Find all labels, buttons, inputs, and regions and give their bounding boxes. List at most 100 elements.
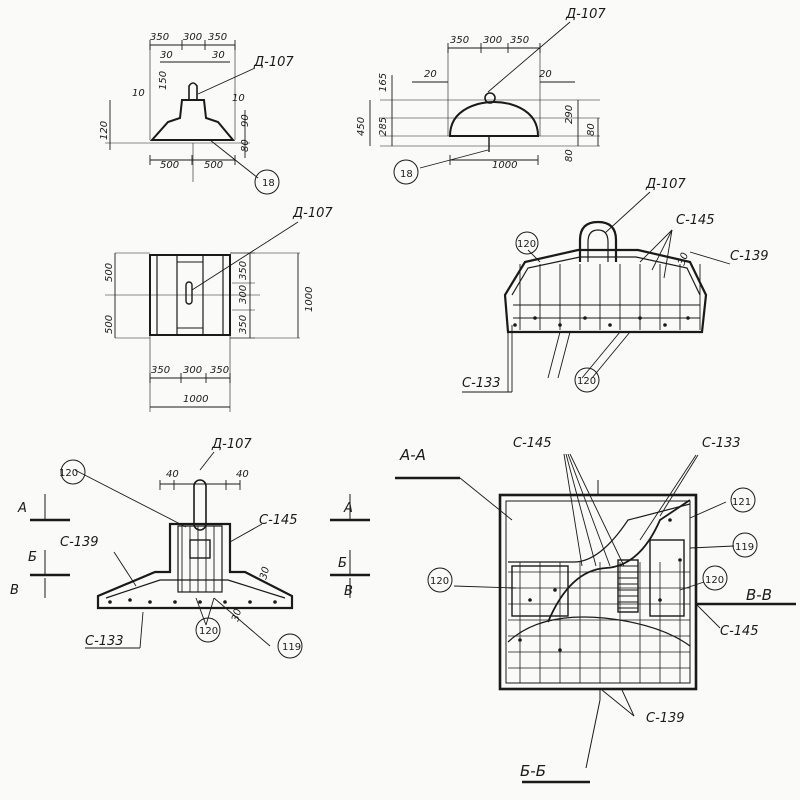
v4-label-c139: С-139: [730, 249, 769, 264]
rebar-dot-11: [173, 600, 177, 604]
rebar-dot-3: [583, 316, 587, 320]
v5-dim-30-lower: 30: [230, 608, 244, 623]
v5-inner-cage: [177, 525, 223, 593]
drawing-line-161: [689, 545, 735, 549]
v5-mark-119-circle: [277, 633, 303, 659]
drawing-line-160: [689, 501, 727, 519]
v1-dim-30-right: 30: [212, 50, 225, 61]
view-plan-sections: А-А С-145 С-133 В-В С-145 С-139 Б-Б 121 …: [399, 436, 772, 780]
v4-label-c133: С-133: [462, 376, 501, 391]
view-section: 40 40 30 30 Д-107 С-145 С-139 С-133 А Б …: [10, 437, 353, 653]
drawing-line-157: [569, 453, 625, 567]
v6-mark-120-right-circle: [702, 565, 728, 591]
v2-dim-350-right: 350: [510, 35, 529, 46]
v6-right-cage: [649, 539, 685, 617]
rebar-dot-16: [528, 598, 532, 602]
v3-dim-1000-bottom: 1000: [183, 394, 208, 405]
drawing-line-155: [565, 453, 597, 567]
drawing-line-84: [663, 229, 673, 279]
drawing-line-106: [199, 451, 215, 471]
drawing-line-169: [585, 699, 601, 769]
drawing-outline-9: [188, 82, 198, 100]
drawing-outline-126: [507, 616, 691, 647]
v6-label-c145-right: С-145: [720, 624, 759, 639]
rebar-dot-6: [663, 323, 667, 327]
v6-outer-outline: [498, 493, 698, 691]
v2-dim-80-lower: 80: [564, 149, 575, 162]
v3-dim-350-bottom-left: 350: [151, 365, 170, 376]
v5-dim-30-upper: 30: [258, 566, 272, 581]
drawing-line-109: [113, 551, 137, 587]
v5-label-c145: С-145: [259, 513, 298, 528]
rebar-dot-2: [558, 323, 562, 327]
drawing-line-92: [581, 331, 621, 379]
v1-dim-10-left: 10: [132, 88, 145, 99]
v5-mark-120-circle: [195, 617, 221, 643]
v4-mark-120-top-circle: [515, 231, 539, 255]
v1-label-d107: Д-107: [253, 55, 294, 70]
drawing-outline-44: [177, 261, 203, 329]
drawing-line-83: [651, 229, 673, 271]
drawing-line-42: [487, 21, 571, 93]
rebar-dot-14: [248, 600, 252, 604]
rebar-dot-5: [638, 316, 642, 320]
v6-mark-120-right: 120: [705, 575, 724, 586]
v6-inner-outline: [505, 500, 691, 684]
drawing-outline-95: [105, 579, 286, 599]
v6-mark-120-left-circle: [427, 567, 453, 593]
drawing-outline-79: [578, 220, 618, 262]
rebar-dot-20: [668, 518, 672, 522]
drawing-line-156: [567, 453, 611, 567]
v4-label-d107: Д-107: [645, 177, 686, 192]
drawing-line-167: [601, 689, 635, 717]
v4-label-c145: С-145: [676, 213, 715, 228]
drawing-outline-66: [503, 248, 708, 334]
v3-dim-350-bottom-right: 350: [210, 365, 229, 376]
v4-mark-120-bottom: 120: [577, 376, 596, 387]
drawing-line-85: [689, 251, 731, 265]
v2-dim-285: 285: [378, 117, 389, 136]
drawing-line-114: [213, 597, 271, 647]
v5-mark-119: 119: [282, 642, 301, 653]
rebar-dot-17: [553, 588, 557, 592]
v1-dim-30-left: 30: [160, 50, 173, 61]
v3-dim-350-right-top: 350: [238, 261, 249, 280]
drawing-outline-8: [149, 99, 236, 141]
drawing-line-18: [197, 67, 256, 95]
drawing-line-107: [74, 469, 187, 528]
v5-anchor-bolt: [193, 479, 207, 531]
v1-dim-80: 80: [240, 139, 251, 152]
rebar-dot-19: [678, 558, 682, 562]
drawing-line-163: [453, 585, 517, 589]
v4-dim-30: 30: [676, 251, 691, 267]
rebar-dot-9: [128, 598, 132, 602]
drawing-line-91: [557, 331, 571, 379]
view-side-elevation: 350 300 350 30 30 150 10 10 120 90 80 50…: [99, 32, 294, 189]
drawing-outline-94: [96, 522, 294, 610]
v3-label-d107: Д-107: [292, 206, 333, 221]
v6-left-cage: [511, 565, 569, 617]
v1-dim-500-right: 500: [204, 160, 223, 171]
v5-cut-b-left: Б: [28, 550, 37, 565]
v4-mark-120-bottom-circle: [574, 367, 600, 393]
v6-mark-120-left: 120: [430, 576, 449, 587]
rebar-dot-1: [533, 316, 537, 320]
v3-dim-500-bottom: 500: [104, 315, 115, 334]
rebar-dot-7: [686, 316, 690, 320]
v6-label-c133: С-133: [702, 436, 741, 451]
v2-dim-290: 290: [564, 105, 575, 124]
v6-label-aa: А-А: [399, 446, 426, 464]
v5-label-d107: Д-107: [211, 437, 252, 452]
v6-mark-119-circle: [732, 532, 758, 558]
v5-cut-b-right: Б: [338, 556, 347, 571]
drawing-line-153: [459, 477, 513, 521]
rebar-dot-8: [108, 600, 112, 604]
v2-dim-350-left: 350: [450, 35, 469, 46]
v1-dim-300: 300: [183, 32, 202, 43]
drawing-line-110: [139, 611, 144, 649]
rebar-dot-21: [518, 638, 522, 642]
v6-mark-121-circle: [730, 487, 756, 513]
v5-dim-40-left: 40: [166, 469, 179, 480]
drawing-line-81: [604, 191, 651, 234]
